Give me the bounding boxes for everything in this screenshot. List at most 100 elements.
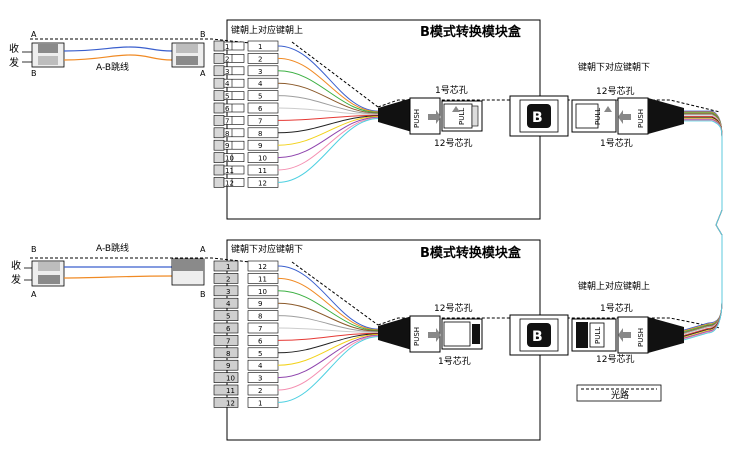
fanout-fiber	[277, 118, 383, 183]
top-module-title: B模式转换模块盒	[420, 24, 522, 40]
fanout-right-label: 3	[258, 375, 262, 383]
fanout-fiber	[277, 45, 383, 112]
top-adapter-label: B	[532, 110, 543, 126]
right-core12-bottom: 12号芯孔	[596, 353, 634, 365]
fanout-left-label: 6	[226, 325, 231, 333]
bottom-fanout-fibers	[277, 265, 383, 403]
fanout-right-label: 12	[258, 263, 267, 271]
fanout-fiber	[277, 327, 383, 334]
fanout-left-label: 2	[226, 275, 230, 283]
fanout-right-label: 7	[258, 325, 262, 333]
fanout-lc-connector	[213, 77, 225, 89]
fanout-lc-connector	[213, 90, 225, 101]
fanout-left-label: 4	[225, 80, 230, 88]
fanout-fiber	[277, 114, 383, 121]
fanout-right-label: 2	[258, 55, 262, 63]
fanout-left-label: 1	[225, 43, 229, 51]
fanout-port-left	[223, 116, 245, 125]
fanout-fiber	[277, 115, 383, 134]
fanout-port-right	[247, 127, 279, 139]
fanout-right-label: 7	[258, 117, 262, 125]
bottom-end-a-label: A	[31, 290, 37, 299]
fanout-left-label: 5	[226, 313, 230, 321]
bottom-right-push-label: PUSH	[637, 328, 645, 347]
fanout-right-label: 5	[258, 350, 262, 358]
bottom-rx-label: 收	[11, 259, 21, 272]
fanout-right-label: 6	[258, 337, 263, 345]
fanout-right-label: 10	[258, 288, 267, 296]
fanout-lc-connector	[213, 115, 225, 126]
fanout-port-left	[213, 397, 239, 408]
bottom-core12-label: 12号芯孔	[434, 302, 472, 314]
top-right-boot	[648, 98, 684, 134]
fanout-right-label: 9	[258, 142, 262, 150]
fanout-left-label: 2	[225, 55, 229, 63]
trunk-fiber	[683, 111, 723, 332]
fanout-left-label: 5	[225, 93, 229, 101]
fanout-left-label: 8	[225, 130, 229, 138]
fanout-right-label: 5	[258, 93, 262, 101]
fanout-fiber	[277, 290, 383, 331]
fanout-port-right	[247, 102, 279, 114]
top-core12-label: 12号芯孔	[434, 137, 472, 149]
fanout-port-right	[247, 90, 279, 101]
legend: 光路	[576, 384, 662, 402]
fanout-left-label: 1	[226, 263, 230, 271]
fanout-port-right	[247, 297, 279, 309]
bottom-patch-cord: 收 发 B A A B A-B跳线	[11, 242, 251, 299]
fanout-lc-connector	[213, 164, 225, 176]
fanout-port-right	[247, 53, 279, 64]
bottom-end-b-label: B	[31, 245, 37, 254]
top-core1-label: 1号芯孔	[435, 84, 468, 96]
bottom-right-boot	[648, 317, 684, 353]
right-core1-bottom: 1号芯孔	[600, 302, 633, 314]
top-fanout-fibers	[277, 45, 383, 183]
fanout-port-right	[247, 115, 279, 126]
fanout-right-label: 2	[258, 387, 262, 395]
fanout-fiber	[277, 333, 383, 354]
fanout-port-left	[223, 140, 245, 150]
bottom-adapter-label: B	[532, 329, 543, 345]
top-patch-label: A-B跳线	[96, 61, 129, 73]
fanout-fiber	[277, 336, 383, 403]
trunk-fiber	[683, 119, 723, 340]
fanout-port-left	[213, 285, 239, 297]
fanout-fiber	[277, 334, 383, 379]
fanout-lc-connector	[213, 177, 225, 188]
fanout-port-left	[223, 78, 245, 88]
fanout-left-label: 3	[226, 288, 230, 296]
top-patch-cord: 收 发 A B B A A-B跳线	[9, 30, 251, 78]
right-core12-top: 12号芯孔	[596, 85, 634, 97]
trunk-ribbon-cable	[683, 110, 723, 341]
fanout-port-left	[213, 335, 239, 346]
bottom-mid-b-label: B	[200, 290, 206, 299]
top-keying-label: 键朝上对应键朝上	[231, 24, 303, 36]
fanout-fiber	[277, 335, 383, 391]
fanout-port-left	[213, 273, 239, 284]
top-end-a-label: A	[31, 30, 37, 39]
top-mpo-assembly: PUSH PULL 1号芯孔 12号芯孔 B PULL PUSH	[291, 41, 721, 149]
trunk-fiber	[683, 110, 723, 331]
fanout-port-right	[247, 347, 279, 359]
fanout-port-left	[213, 372, 239, 383]
fanout-lc-connector	[213, 65, 225, 77]
bottom-mid-a-label: A	[200, 245, 206, 254]
trunk-fiber	[683, 117, 723, 338]
fanout-port-right	[247, 65, 279, 77]
fanout-port-left	[213, 347, 239, 359]
fanout-port-right	[247, 310, 279, 321]
bottom-keying-label: 键朝下对应键朝下	[231, 243, 303, 255]
fanout-left-label: 9	[225, 142, 229, 150]
fanout-port-right	[247, 322, 279, 334]
top-tx-label: 发	[9, 56, 19, 69]
fanout-port-right	[247, 359, 279, 371]
top-mid-b-label: B	[200, 30, 206, 39]
fanout-lc-connector	[213, 53, 225, 64]
trunk-fiber	[683, 116, 723, 337]
fanout-right-label: 4	[258, 80, 263, 88]
fanout-port-left	[223, 178, 245, 187]
fanout-port-left	[223, 103, 245, 113]
fanout-left-label: 11	[225, 167, 234, 175]
